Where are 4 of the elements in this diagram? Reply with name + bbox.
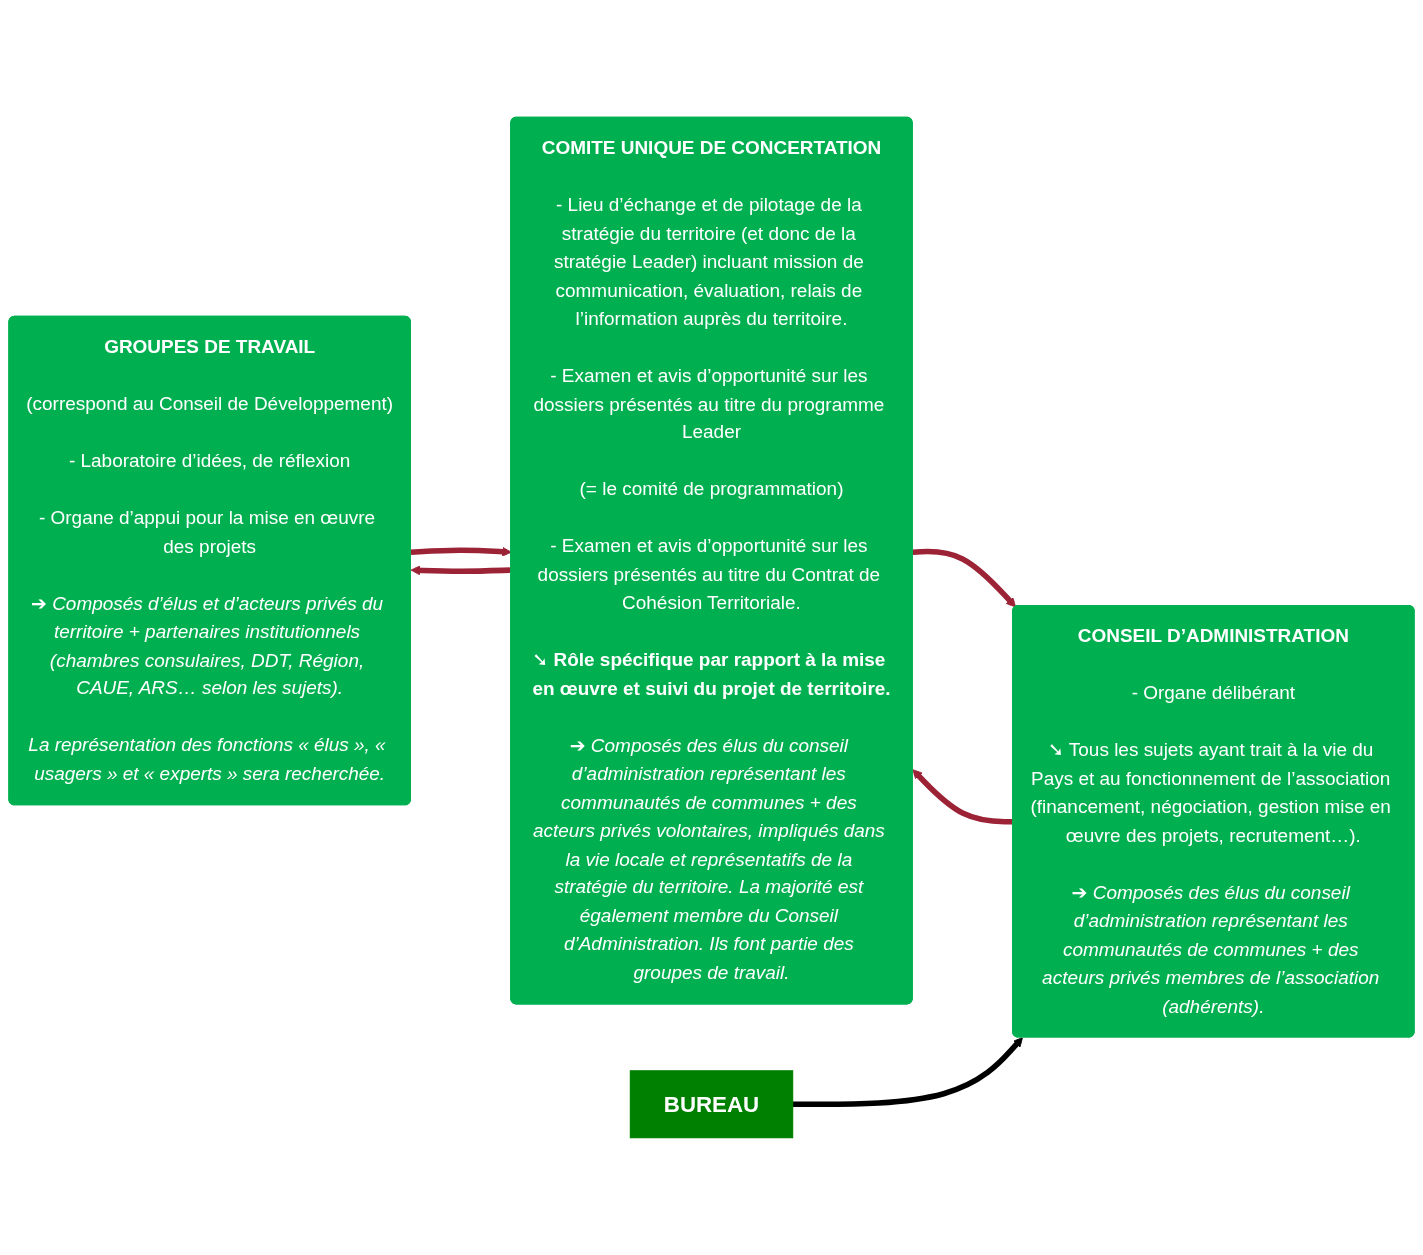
node-box: BUREAU xyxy=(629,1070,794,1139)
arrow xyxy=(792,1037,1023,1108)
arrow xyxy=(410,565,512,576)
arrow xyxy=(912,548,1017,608)
